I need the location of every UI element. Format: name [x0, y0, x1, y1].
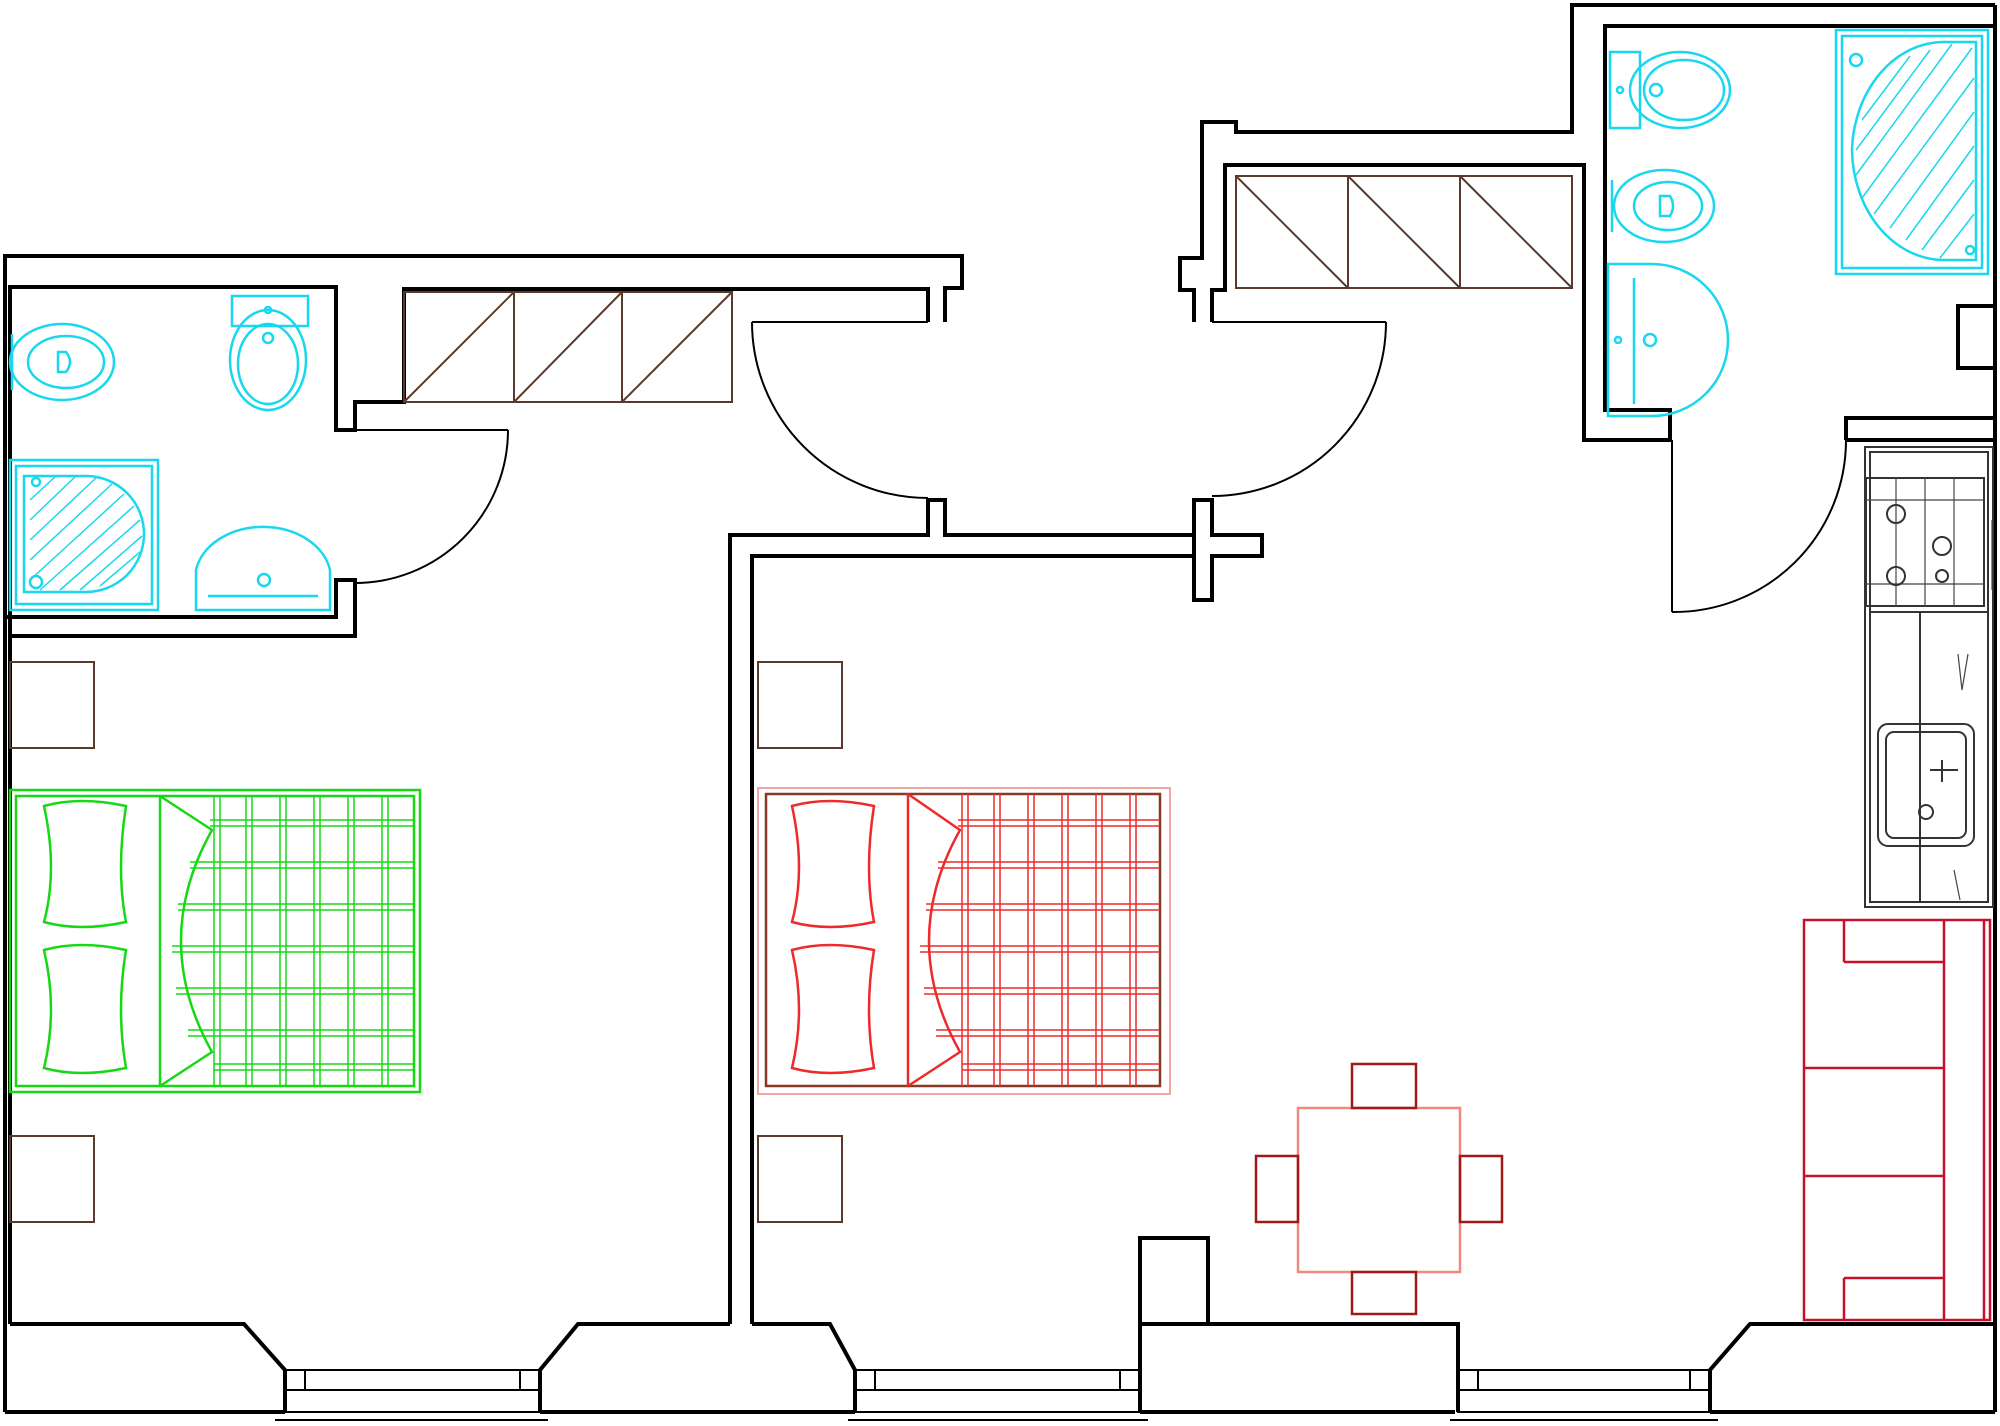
wall-bathroom-right-bottom — [1844, 416, 1995, 442]
chair-bottom — [1350, 1270, 1418, 1316]
bidet-left-icon — [228, 294, 310, 412]
kitchen-counter — [1864, 446, 1994, 908]
toilet-left-icon — [8, 322, 116, 402]
shower-tray-left-icon — [8, 458, 160, 612]
bed-left-icon — [8, 788, 422, 1094]
wall-left-wing-inner — [8, 285, 930, 1324]
nightstand-center-top — [757, 661, 843, 749]
nightstands-center — [757, 661, 843, 1223]
wall-left-wing-outer — [3, 254, 964, 1412]
door-bathroom-left — [354, 429, 509, 584]
bathroom-right-fixtures — [1606, 28, 1990, 418]
shower-tray-right-icon — [1834, 28, 1990, 276]
wardrobe-left — [403, 291, 733, 403]
window-right — [1450, 1369, 1718, 1421]
chair-left — [1254, 1154, 1300, 1224]
walls — [3, 3, 1997, 1414]
windows — [275, 1369, 1718, 1421]
window-center — [848, 1369, 1148, 1421]
wall-right-notch — [1956, 304, 1995, 370]
nightstands-left — [9, 661, 95, 1223]
cooktop-icon — [1865, 477, 1993, 607]
wardrobe-center — [1235, 175, 1573, 289]
bed-center-icon — [757, 787, 1171, 1095]
chair-right — [1458, 1154, 1504, 1224]
kitchen-sink-icon — [1877, 653, 1975, 901]
wall-hall-jamb — [1192, 498, 1264, 602]
wall-bottom-inner — [10, 1236, 1995, 1412]
bathroom-left-fixtures — [8, 294, 332, 612]
sink-left-icon — [194, 525, 332, 612]
wall-partition-left — [728, 498, 1194, 1324]
nightstand-center-bottom — [757, 1135, 843, 1223]
sink-right-icon — [1606, 262, 1730, 418]
door-bathroom-right — [1671, 439, 1847, 614]
wall-partition-left-inner — [750, 554, 1194, 1324]
dining-set — [1254, 1062, 1504, 1316]
dining-table — [1296, 1106, 1462, 1274]
nightstand-left-bottom — [9, 1135, 95, 1223]
sofa-icon — [1802, 918, 1992, 1322]
chair-top — [1350, 1062, 1418, 1110]
wall-pillar-center — [1138, 1236, 1210, 1412]
window-left — [275, 1369, 548, 1421]
wall-bathroom-left-bottom — [5, 578, 357, 638]
bidet-right-icon — [1608, 50, 1732, 130]
toilet-right-icon — [1610, 168, 1716, 244]
door-bedroom-left — [751, 321, 929, 499]
wall-center-upper-inner — [1210, 24, 1995, 442]
nightstand-left-top — [9, 661, 95, 749]
doors — [354, 321, 1847, 614]
door-bedroom-center — [1211, 321, 1387, 497]
wall-center-upper — [1178, 3, 1995, 322]
